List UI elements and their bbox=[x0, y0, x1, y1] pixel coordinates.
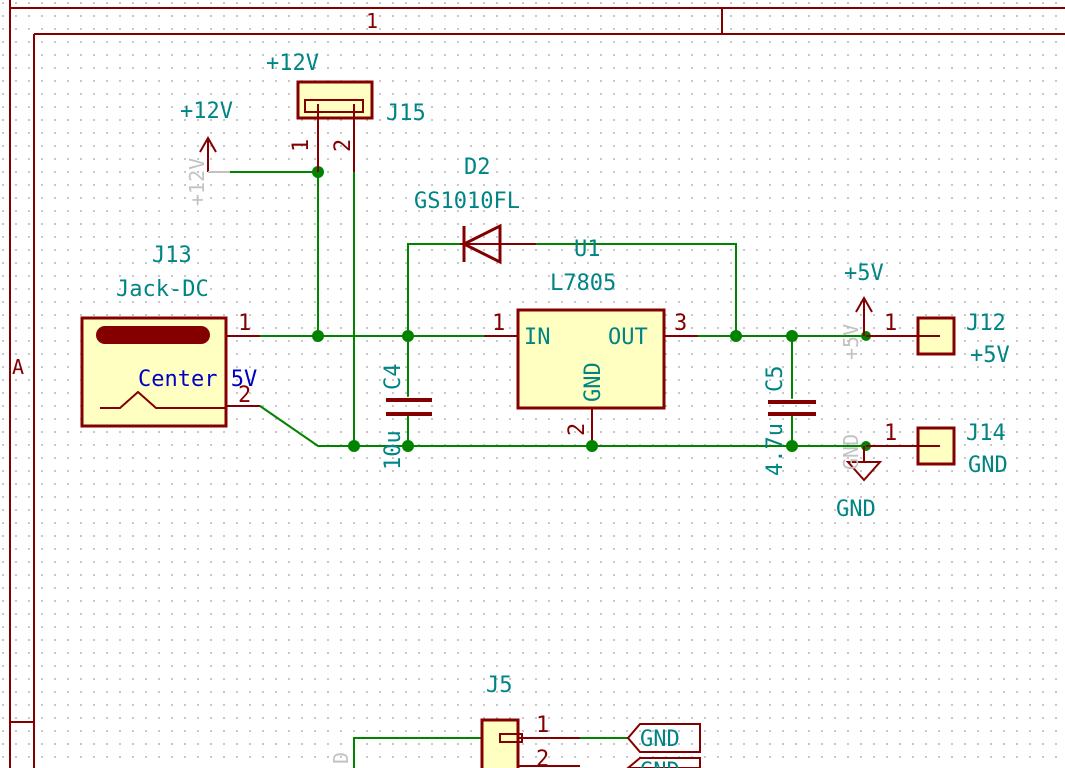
power-symbol-plus5v[interactable]: +5V +5V bbox=[839, 261, 884, 360]
d2-ref: D2 bbox=[464, 155, 491, 180]
junction-dot bbox=[786, 440, 798, 452]
j14-ref: J14 bbox=[966, 421, 1006, 446]
d2-value: GS1010FL bbox=[414, 189, 520, 214]
junction-dot bbox=[402, 440, 414, 452]
junctions bbox=[312, 166, 871, 452]
gnd-label: GND bbox=[836, 497, 876, 522]
junction-dot bbox=[348, 440, 360, 452]
u1-gnd-pin-name: GND bbox=[581, 362, 606, 402]
j5-pin2-number: 2 bbox=[536, 747, 549, 768]
plus5v-ghost-label: +5V bbox=[839, 324, 863, 360]
u1-pin1-number: 1 bbox=[492, 311, 505, 336]
connector-j15[interactable]: +12V J15 1 2 bbox=[266, 51, 426, 172]
junction-dot bbox=[730, 330, 742, 342]
connector-j12[interactable]: 1 J12 +5V bbox=[866, 311, 1010, 368]
sheet-frame: 1 A bbox=[9, 0, 1065, 768]
connector-j5[interactable]: J5 1 2 bbox=[480, 673, 580, 768]
gnd-global-label-text: GND bbox=[640, 759, 680, 768]
ground-icon bbox=[845, 461, 883, 482]
partial-ghost-label: D bbox=[329, 752, 353, 764]
j13-pin2-number: 2 bbox=[238, 383, 251, 408]
gnd-ghost-label: GND bbox=[839, 434, 863, 470]
global-label-gnd-2[interactable]: GND bbox=[626, 757, 701, 768]
junction-dot bbox=[312, 330, 324, 342]
capacitor-c5[interactable]: C5 4.7u bbox=[763, 366, 816, 477]
j12-pin1-number: 1 bbox=[884, 311, 897, 336]
power-symbol-plus12v[interactable]: +12V +12V bbox=[180, 99, 233, 206]
c4-value: 10u bbox=[381, 430, 406, 470]
connector-j14[interactable]: 1 J14 GND bbox=[866, 421, 1008, 478]
u1-value: L7805 bbox=[550, 271, 616, 296]
j13-value: Jack-DC bbox=[116, 277, 209, 302]
j15-pin2-number: 2 bbox=[331, 139, 356, 152]
j13-ref: J13 bbox=[152, 243, 192, 268]
c4-ref: C4 bbox=[381, 364, 406, 391]
j14-pin1-number: 1 bbox=[884, 421, 897, 446]
u1-in-pin-name: IN bbox=[524, 325, 551, 350]
plus5v-label: +5V bbox=[844, 261, 884, 286]
u1-pin3-number: 3 bbox=[674, 311, 687, 336]
junction-dot bbox=[402, 330, 414, 342]
j5-pin1-number: 1 bbox=[536, 713, 549, 738]
junction-dot bbox=[786, 330, 798, 342]
power-symbol-gnd[interactable]: GND GND bbox=[836, 434, 883, 522]
u1-ref: U1 bbox=[574, 237, 601, 262]
sheet-column-number: 1 bbox=[366, 9, 378, 33]
j12-ref: J12 bbox=[966, 311, 1006, 336]
plus12v-ghost-label: +12V bbox=[185, 158, 209, 206]
u1-pin2-number: 2 bbox=[565, 423, 590, 436]
jack-center-pin-icon bbox=[96, 326, 210, 344]
c5-value: 4.7u bbox=[763, 423, 788, 476]
diode-d2[interactable]: D2 GS1010FL bbox=[414, 155, 536, 265]
u1-out-pin-name: OUT bbox=[608, 325, 648, 350]
junction-dot bbox=[586, 440, 598, 452]
gnd-global-label-text: GND bbox=[640, 727, 680, 752]
j15-pin1-number: 1 bbox=[289, 139, 314, 152]
plus12v-left-label: +12V bbox=[180, 99, 233, 124]
j13-note: Center 5V bbox=[138, 367, 257, 392]
j15-power-label: +12V bbox=[266, 51, 319, 76]
c5-ref: C5 bbox=[763, 366, 788, 393]
j13-pin1-number: 1 bbox=[238, 311, 251, 336]
j14-value: GND bbox=[968, 453, 1008, 478]
j12-value: +5V bbox=[970, 343, 1010, 368]
global-label-gnd-1[interactable]: GND bbox=[626, 723, 701, 753]
j5-ref: J5 bbox=[486, 673, 513, 698]
regulator-u1[interactable]: U1 L7805 IN OUT GND 1 2 3 bbox=[484, 237, 698, 440]
sheet-row-letter: A bbox=[12, 355, 24, 379]
j15-ref: J15 bbox=[386, 101, 426, 126]
connector-j13-dc-jack[interactable]: J13 Jack-DC 1 2 Center 5V bbox=[80, 243, 260, 428]
capacitor-c4[interactable]: C4 10u bbox=[381, 364, 432, 471]
